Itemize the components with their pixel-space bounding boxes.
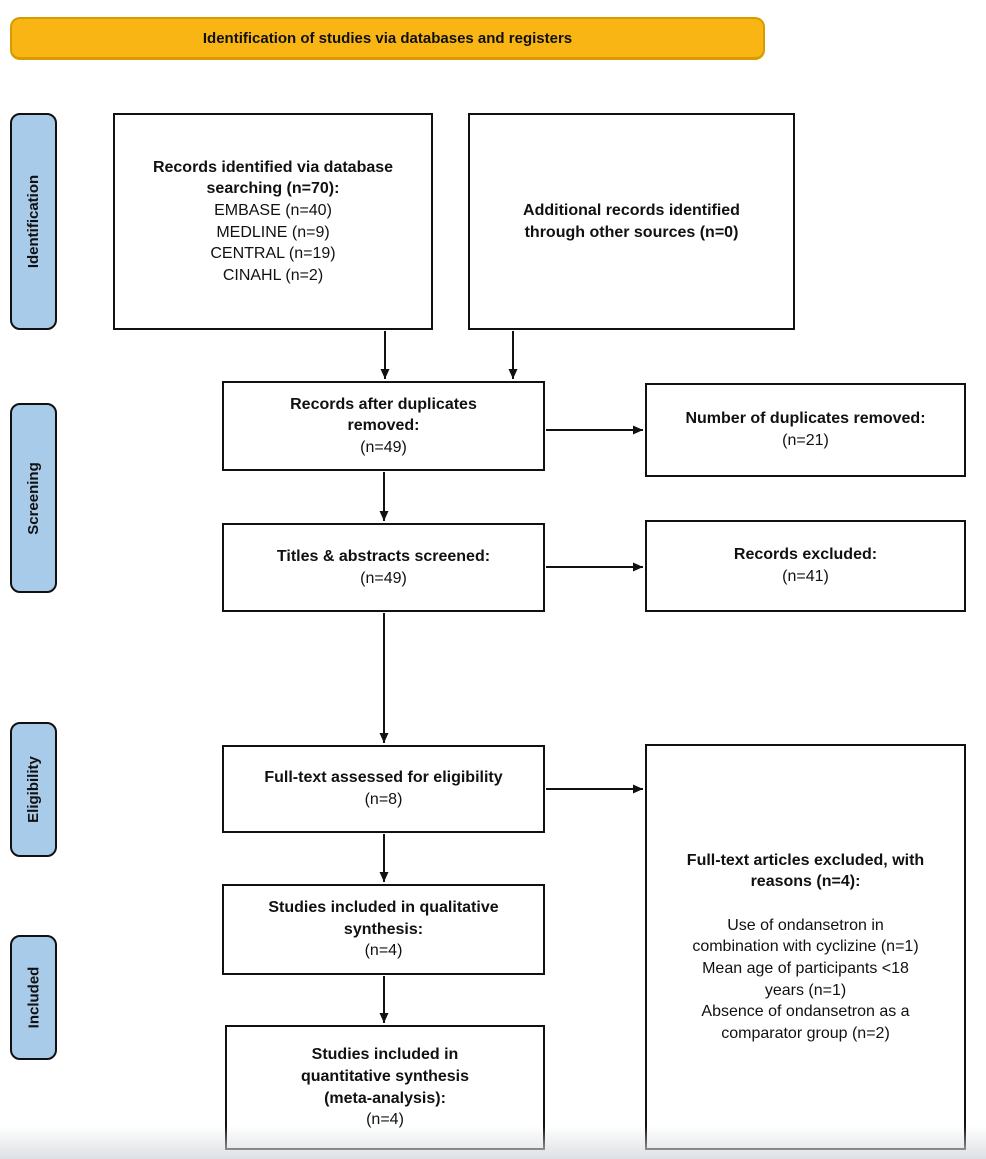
stage-label-eligibility: Eligibility [10, 722, 57, 857]
box-after-duplicates-count: (n=49) [360, 438, 407, 456]
box-other-sources: Additional records identified through ot… [468, 113, 795, 330]
box-qualitative-synthesis: Studies included in qualitative synthesi… [222, 884, 545, 975]
box-after-duplicates: Records after duplicates removed: (n=49) [222, 381, 545, 471]
box-quantitative-synthesis-title: Studies included in quantitative synthes… [300, 1046, 470, 1107]
box-after-duplicates-title: Records after duplicates removed: [290, 395, 477, 435]
box-titles-screened-title: Titles & abstracts screened: [276, 547, 491, 565]
box-qualitative-synthesis-count: (n=4) [364, 942, 403, 960]
box-quantitative-synthesis: Studies included in quantitative synthes… [225, 1025, 545, 1150]
box-fulltext-excluded-title: Full-text articles excluded, with reason… [686, 851, 925, 891]
stage-label-included-text: Included [25, 966, 43, 1029]
box-quantitative-synthesis-count: (n=4) [366, 1111, 404, 1129]
box-fulltext-assessed: Full-text assessed for eligibility (n=8) [222, 745, 545, 833]
box-fulltext-excluded: Full-text articles excluded, with reason… [645, 744, 966, 1150]
stage-label-eligibility-text: Eligibility [25, 756, 42, 823]
box-fulltext-assessed-count: (n=8) [364, 791, 403, 808]
banner: Identification of studies via databases … [10, 17, 765, 60]
database-item: EMBASE (n=40) [214, 201, 332, 219]
database-item: CENTRAL (n=19) [210, 245, 336, 263]
box-records-identified: Records identified via database searchin… [113, 113, 433, 330]
box-records-excluded: Records excluded: (n=41) [645, 520, 966, 612]
banner-label: Identification of studies via databases … [202, 29, 573, 47]
box-duplicates-removed: Number of duplicates removed: (n=21) [645, 383, 966, 477]
box-records-excluded-count: (n=41) [782, 568, 829, 585]
exclusion-reason: Mean age of participants <18 years (n=1) [702, 960, 909, 999]
stage-label-included: Included [10, 935, 57, 1060]
box-other-sources-title: Additional records identified through ot… [523, 201, 740, 241]
box-fulltext-assessed-title: Full-text assessed for eligibility [264, 769, 503, 787]
stage-label-screening-text: Screening [25, 461, 42, 535]
database-item: MEDLINE (n=9) [216, 223, 330, 241]
box-duplicates-removed-count: (n=21) [782, 432, 829, 449]
stage-label-screening: Screening [10, 403, 57, 593]
stage-label-identification-text: Identification [25, 174, 42, 269]
database-item: CINAHL (n=2) [222, 266, 324, 284]
exclusion-reason: Use of ondansetron in combination with c… [692, 916, 919, 956]
box-titles-screened: Titles & abstracts screened: (n=49) [222, 523, 545, 612]
exclusion-reason: Absence of ondansetron as a comparator g… [701, 1003, 910, 1042]
box-records-identified-title: Records identified via database searchin… [152, 158, 394, 198]
box-qualitative-synthesis-title: Studies included in qualitative synthesi… [268, 899, 499, 938]
box-records-excluded-title: Records excluded: [733, 546, 878, 564]
box-duplicates-removed-title: Number of duplicates removed: [685, 410, 926, 428]
box-titles-screened-count: (n=49) [360, 569, 407, 587]
stage-label-identification: Identification [10, 113, 57, 330]
